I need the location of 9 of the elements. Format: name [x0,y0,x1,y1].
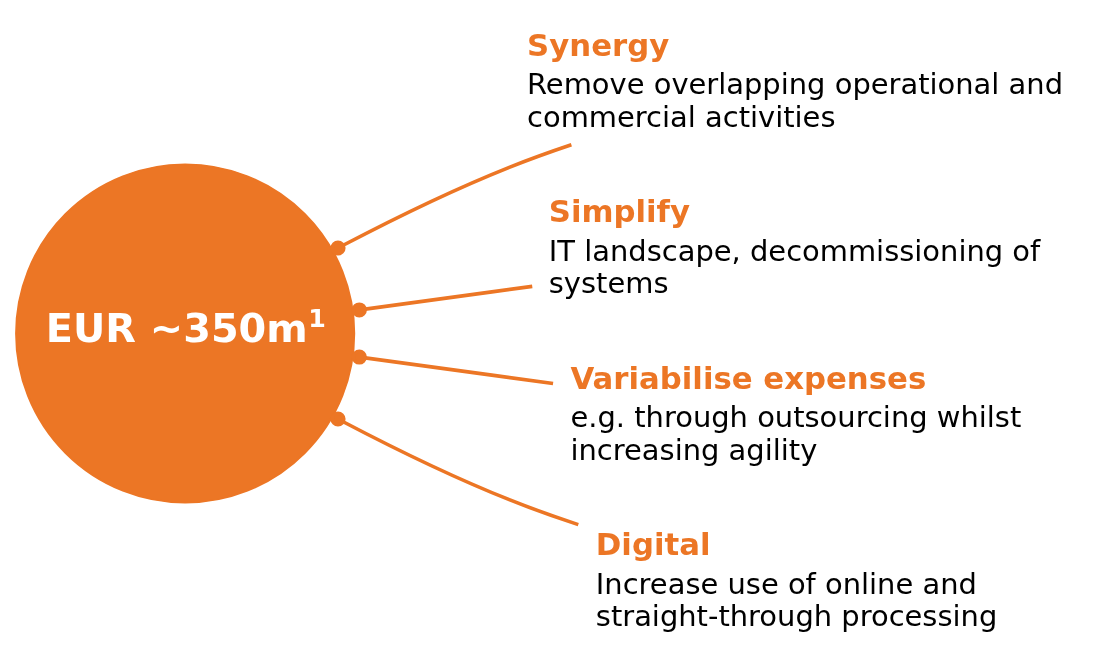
connector [330,142,572,256]
node-text: Variabilise expenses e.g. through outsourcing whilst increasing agility [570,359,1022,467]
node-text: Synergy Remove overlapping operational and commercial activities [527,26,1064,134]
connector [351,348,554,385]
node-text: Simplify IT landscape, decommissioning of systems [548,192,1041,300]
node-circle: EUR ~350m$^{1}$ [15,162,356,504]
node-text: Digital Increase use of online and straight-through processing [595,525,998,633]
connector [351,284,533,318]
connector [330,410,579,526]
